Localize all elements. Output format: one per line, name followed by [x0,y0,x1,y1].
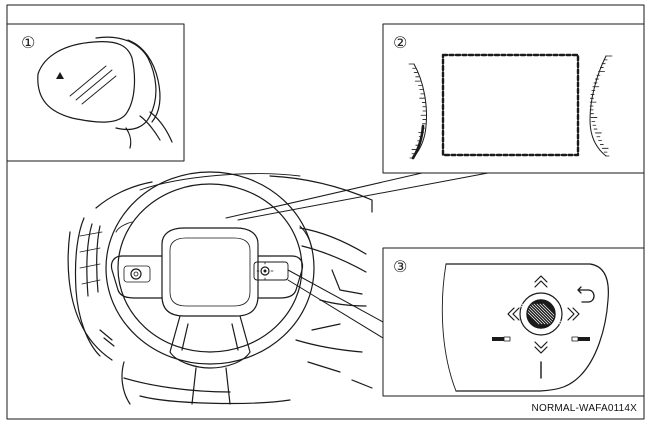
right-dash [299,227,367,331]
right-spoke-switch [253,261,289,281]
dial-knurl-line [542,303,564,325]
switch-housing-inner [441,263,457,392]
chevron-down-icon[interactable] [534,341,548,354]
left-vent-slats [79,231,103,285]
left-vent [74,217,101,357]
left-guide-ticks [408,63,427,159]
mirror-panel-callout: ① [21,33,35,52]
camera-panel: ② [382,23,645,174]
steering-column [139,367,291,405]
mirror-housing [95,36,157,131]
right-spoke-arrows [256,261,274,281]
dashboard-upper-edge [139,173,301,191]
dashboard-top [95,175,373,213]
switch-panel-callout: ③ [393,257,407,276]
dial-knurl-line [527,303,549,325]
dial-knurl-line [518,303,540,325]
switch-panel: ③ [382,247,645,397]
right-guide-arc [589,55,607,157]
back-arrow-icon[interactable] [577,286,595,303]
triangle-icon [56,72,64,79]
lower-spoke [169,315,251,369]
camera-panel-callout: ② [393,33,407,52]
right-dash-lower [295,339,373,389]
left-spoke [110,255,163,299]
left-spoke-button-row [123,265,151,283]
page-right-icon[interactable] [571,336,590,342]
dial-knurl-line [521,303,543,325]
chevron-left-icon[interactable] [507,307,520,321]
center-console [121,361,231,405]
steering-hub [161,227,259,317]
dial-knurl-line [533,303,555,325]
right-spoke-dial [260,266,270,276]
mirror-panel-border [6,23,185,162]
steering-wheel-rim [105,171,315,365]
cockpit-illustration [67,171,373,405]
mirror-arm [125,111,173,149]
dial-knurl-line [539,303,561,325]
leader-switch-top [287,269,384,323]
figure-code: NORMAL-WAFA0114X [532,403,638,414]
left-guide-arc-thick [411,124,425,160]
figure-frame [6,4,645,420]
leader-switch-bottom [287,279,384,339]
mirror-panel: ① [6,23,185,162]
steering-wheel-rim-inner [117,183,303,353]
mirror-reflection [69,65,117,105]
steering-wheel-grip [115,221,313,249]
leader-camera-top [225,172,423,219]
steering-hub-inner [169,237,251,307]
left-dash-panel [67,231,115,361]
left-spoke-button [130,268,142,280]
right-guide-ticks [589,55,613,157]
scroll-dial[interactable] [518,299,564,329]
switch-housing [445,263,609,392]
leader-lines [225,172,489,339]
leader-camera-bottom [237,172,489,221]
dial-ring [519,292,563,336]
right-spoke-dial-dot [263,269,267,273]
chevron-up-icon[interactable] [534,275,548,288]
mirror-housing-edge [127,39,161,123]
detection-area [441,53,580,157]
right-spoke [257,255,304,299]
mirror-glass [37,41,136,123]
camera-panel-border [382,23,645,174]
chevron-right-icon[interactable] [567,307,580,321]
left-guide-arc [412,63,427,159]
page-left-icon[interactable] [492,336,511,342]
dial-knurl-line [530,303,552,325]
left-spoke-button-inner [133,271,139,277]
